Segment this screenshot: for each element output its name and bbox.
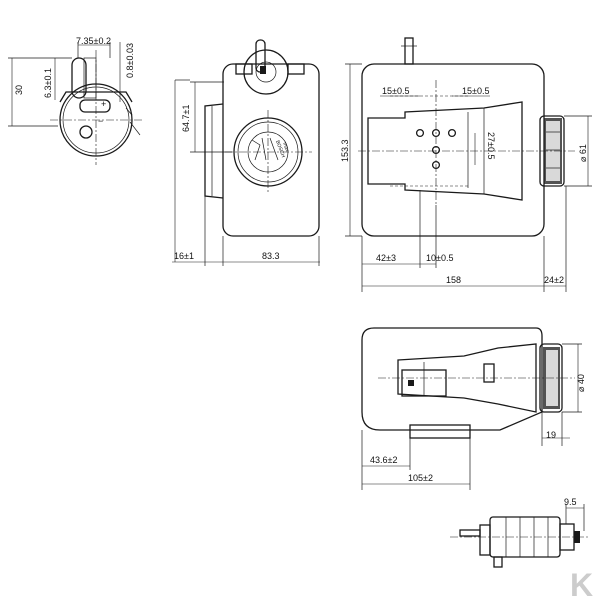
brand-logo: K <box>570 567 593 600</box>
dim-15b: 15±0.5 <box>462 86 489 96</box>
cap-text-1: BOSCH <box>274 140 286 159</box>
dim-19: 19 <box>546 430 556 440</box>
dim-42: 42±3 <box>376 253 396 263</box>
dim-9-5: 9.5 <box>564 497 577 507</box>
dim-6-3: 6.3±0.1 <box>43 68 53 98</box>
dim-64-7: 64.7±1 <box>181 105 191 132</box>
dim-0-8: 0.8±0.03 <box>125 43 135 78</box>
dim-dia40: ⌀ 40 <box>576 374 586 392</box>
dim-158: 158 <box>446 275 461 285</box>
dim-16: 16±1 <box>174 251 194 261</box>
pump-detail <box>450 504 588 568</box>
bottom-view <box>361 327 582 490</box>
dim-83-3: 83.3 <box>262 251 280 261</box>
dim-105: 105±2 <box>408 473 433 483</box>
plus-mark: + <box>101 99 106 109</box>
dim-43-6: 43.6±2 <box>370 455 397 465</box>
dim-15a: 15±0.5 <box>382 86 409 96</box>
dim-153-3: 153.3 <box>340 139 350 162</box>
front-view <box>172 39 320 266</box>
dim-10: 10±0.5 <box>426 253 453 263</box>
dim-dia61: ⌀ 61 <box>578 144 588 162</box>
dim-7-35: 7.35±0.2 <box>76 36 111 46</box>
dim-24: 24±2 <box>544 275 564 285</box>
top-view <box>345 37 592 292</box>
dim-27: 27±0.5 <box>486 132 496 159</box>
minus-mark: − <box>98 116 103 126</box>
cap-text-2: max <box>281 142 290 153</box>
dim-30: 30 <box>14 85 24 95</box>
side-view-connector: + − <box>8 42 144 165</box>
